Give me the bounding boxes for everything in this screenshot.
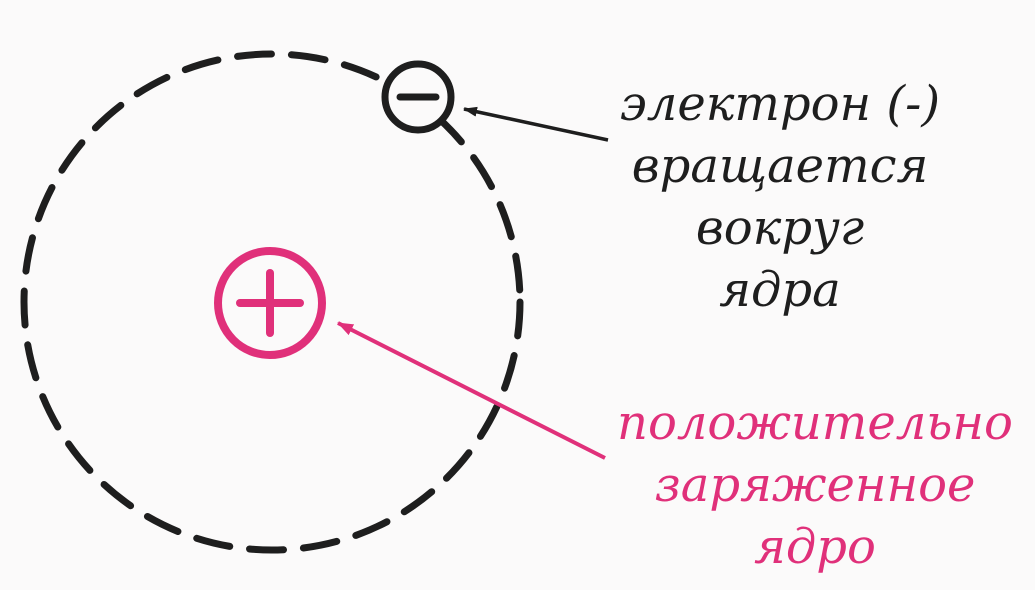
electron-arrow <box>464 109 608 140</box>
electron-label-line-1: электрон (-) <box>590 73 970 135</box>
nucleus-label-line-1: положительно <box>600 392 1030 454</box>
nucleus-label-line-3: ядро <box>600 516 1030 578</box>
electron-label: электрон (-) вращается вокруг ядра <box>590 73 970 321</box>
electron-label-line-2: вращается <box>590 135 970 197</box>
nucleus-label-line-2: заряженное <box>600 454 1030 516</box>
nucleus-label: положительно заряженное ядро <box>600 392 1030 578</box>
nucleus-arrow <box>338 323 605 458</box>
nucleus <box>218 251 322 355</box>
electron <box>385 64 451 130</box>
electron-label-line-3: вокруг <box>590 197 970 259</box>
electron-label-line-4: ядра <box>590 259 970 321</box>
